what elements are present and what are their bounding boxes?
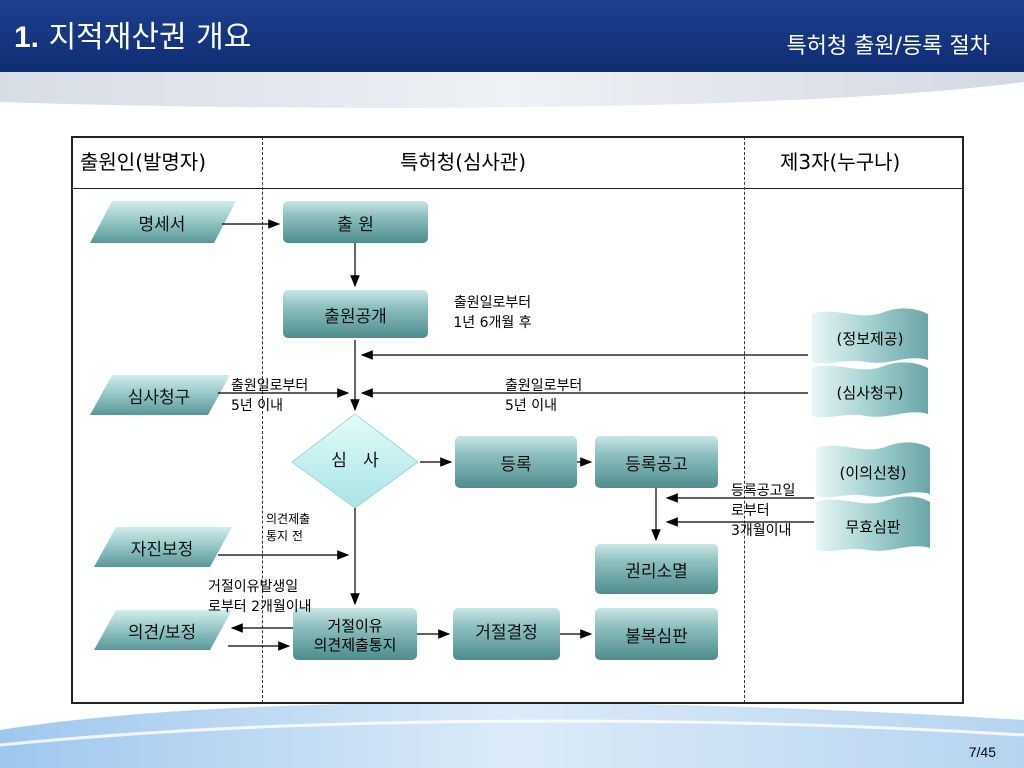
title-number: 1. (14, 21, 40, 54)
exam-request-right-label: (심사청구) (836, 383, 904, 402)
decorative-swoosh-top (0, 72, 1024, 108)
before-notice-2: 통지 전 (266, 529, 303, 543)
decorative-swoosh-bottom (0, 702, 1024, 768)
publication-time-2: 1년 6개월 후 (453, 315, 532, 331)
opposition-time-2: 로부터 (731, 503, 770, 519)
examination-label: 심 사 (331, 450, 379, 471)
rejection-decision-label: 거절결정 (475, 622, 538, 643)
rejection-time-1: 거절이유발생일 (208, 579, 299, 595)
exam-right-time-2: 5년 이내 (505, 398, 557, 414)
invalidation-label: 무효심판 (845, 517, 901, 536)
opposition-label: (이의신청) (839, 463, 907, 482)
before-notice-1: 의견제출 (266, 512, 311, 526)
opposition-time-3: 3개월이내 (731, 523, 792, 539)
page-subtitle: 특허청 출원/등록 절차 (786, 34, 990, 59)
application-label: 출 원 (337, 214, 374, 235)
page-number: 7/45 (968, 744, 996, 760)
publication-label: 출원공개 (324, 306, 387, 327)
column-divider-1 (262, 137, 263, 703)
rejection-time-2: 로부터 2개월이내 (208, 599, 312, 615)
exam-request-left-label: 심사청구 (127, 387, 191, 408)
header-divider (71, 188, 964, 189)
title-text: 지적재산권 개요 (48, 20, 252, 55)
registration-label: 등록 (500, 454, 532, 475)
exam-right-time-1: 출원일로부터 (505, 378, 583, 394)
rights-extinction-label: 권리소멸 (625, 561, 688, 582)
column-header-office: 특허청(심사관) (400, 150, 527, 174)
appeal-label: 불복심판 (625, 626, 688, 647)
registration-notice-label: 등록공고 (625, 454, 688, 475)
opinion-amend-label: 의견/보정 (127, 622, 197, 643)
specification-label: 명세서 (138, 214, 186, 235)
opposition-time-1: 등록공고일 (731, 483, 796, 499)
info-provision-label: (정보제공) (836, 329, 904, 348)
publication-time-1: 출원일로부터 (453, 295, 532, 311)
rejection-notice-label-2: 의견제출통지 (313, 636, 397, 654)
exam-left-time-1: 출원일로부터 (231, 378, 309, 394)
column-header-third-party: 제3자(누구나) (780, 150, 901, 174)
title-bar: 1. 지적재산권 개요 특허청 출원/등록 절차 (0, 0, 1024, 72)
rejection-notice-label-1: 거절이유 (327, 617, 383, 635)
page-title: 1. 지적재산권 개요 (14, 12, 251, 56)
column-header-applicant: 출원인(발명자) (80, 150, 207, 174)
column-divider-2 (744, 137, 745, 703)
voluntary-amend-label: 자진보정 (130, 539, 194, 560)
exam-left-time-2: 5년 이내 (231, 398, 283, 414)
